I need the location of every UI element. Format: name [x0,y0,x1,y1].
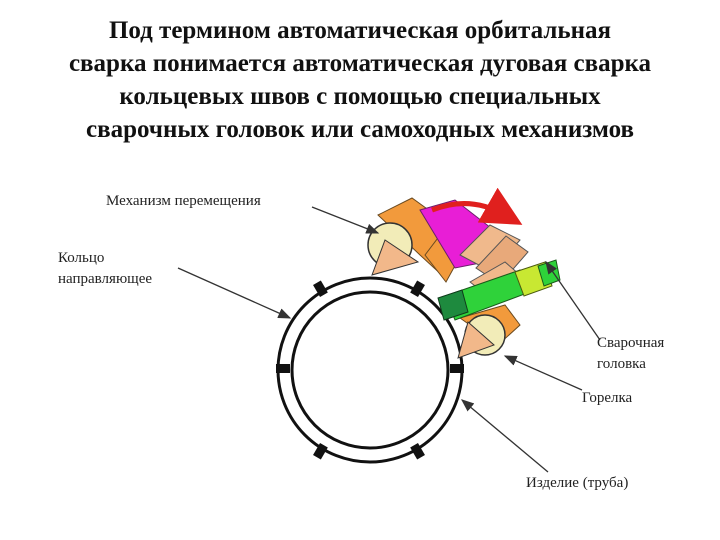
title-line-4: сварочных головок или самоходных механиз… [86,116,634,143]
title-line-1: Под термином автоматическая орбитальная [108,17,612,44]
label-mechanism: Механизм перемещения [106,193,261,209]
label-ring-line2: направляющее [58,271,152,287]
welding-head-assembly [367,187,561,359]
title-line-3: кольцевых швов с помощью специальных [119,83,601,110]
page-title: Под термином автоматическая орбитальная … [20,14,700,146]
leader-lines [177,206,601,473]
label-ring-line1: Кольцо [58,250,104,266]
title-line-2: сварка понимается автоматическая дуговая… [68,50,652,77]
guide-ring [276,276,464,464]
label-head-line1: Сварочная [597,335,664,351]
label-torch: Горелка [582,390,633,406]
label-head-line2: головка [597,356,646,372]
label-workpiece: Изделие (труба) [526,475,628,491]
